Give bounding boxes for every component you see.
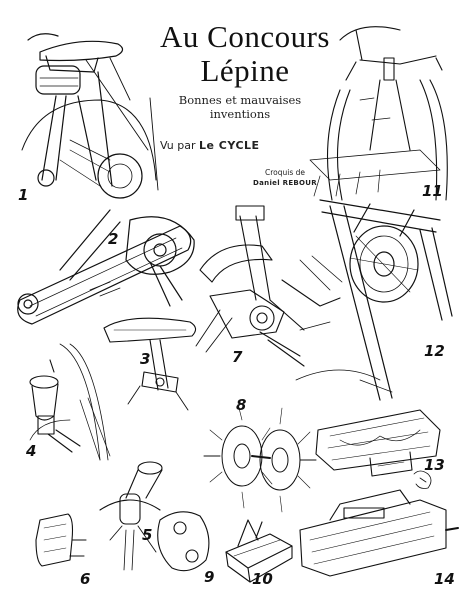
title-line-1: Au Concours (160, 19, 330, 54)
figure-9-crank-sketch (157, 511, 210, 572)
figure-number-1: 1 (18, 186, 29, 204)
subtitle-line-2: inventions (209, 107, 271, 121)
figure-4-dynamo-sketch (29, 343, 111, 461)
figure-11-handlebar-sketch (309, 26, 448, 201)
figure-number-3: 3 (140, 350, 151, 368)
figure-2-chaincase-sketch (17, 209, 195, 325)
byline-prefix: Vu par (160, 139, 196, 152)
figure-10-block-pedal-sketch (225, 519, 293, 583)
figure-12-hub-drum-sketch (295, 199, 453, 401)
artist-monogram (413, 470, 432, 489)
figure-7-bottom-bracket-sketch (195, 205, 343, 367)
figure-number-6: 6 (80, 570, 91, 588)
credit-artist: Daniel REBOUR (253, 179, 317, 187)
subtitle-line-1: Bonnes et mauvaises (178, 93, 302, 107)
credit-line-1: Croquis de (264, 168, 305, 177)
figure-6-reflector-sketch (35, 513, 87, 567)
page-subtitle: Bonnes et mauvaises inventions (160, 93, 320, 121)
figure-number-4: 4 (26, 442, 37, 460)
figure-number-11: 11 (422, 182, 443, 200)
title-line-2: Lépine (200, 53, 290, 88)
byline-publication: Le CYCLE (199, 139, 260, 152)
figure-number-5: 5 (142, 526, 153, 544)
figure-8-hubs-sketch (203, 403, 317, 513)
figure-number-14: 14 (434, 570, 455, 588)
figure-number-2: 2 (108, 230, 119, 248)
figure-1-rear-carrier-sketch (21, 33, 159, 199)
figure-3-saddle-clip-sketch (103, 317, 197, 411)
figure-number-13: 13 (424, 456, 445, 474)
figure-number-7: 7 (232, 348, 243, 366)
figure-14-rattrap-pedal-sketch (299, 489, 459, 577)
page-title: Au Concours Lépine (150, 20, 340, 88)
figure-number-8: 8 (236, 396, 247, 414)
artist-credit: Croquis de Daniel REBOUR (225, 167, 345, 189)
figure-13-pedal-sketch (315, 409, 441, 477)
figure-number-10: 10 (252, 570, 273, 588)
figure-number-9: 9 (204, 568, 215, 586)
figure-number-12: 12 (424, 342, 445, 360)
figure-5-grip-clamp-sketch (99, 461, 163, 571)
byline: Vu par Le CYCLE (160, 139, 330, 152)
